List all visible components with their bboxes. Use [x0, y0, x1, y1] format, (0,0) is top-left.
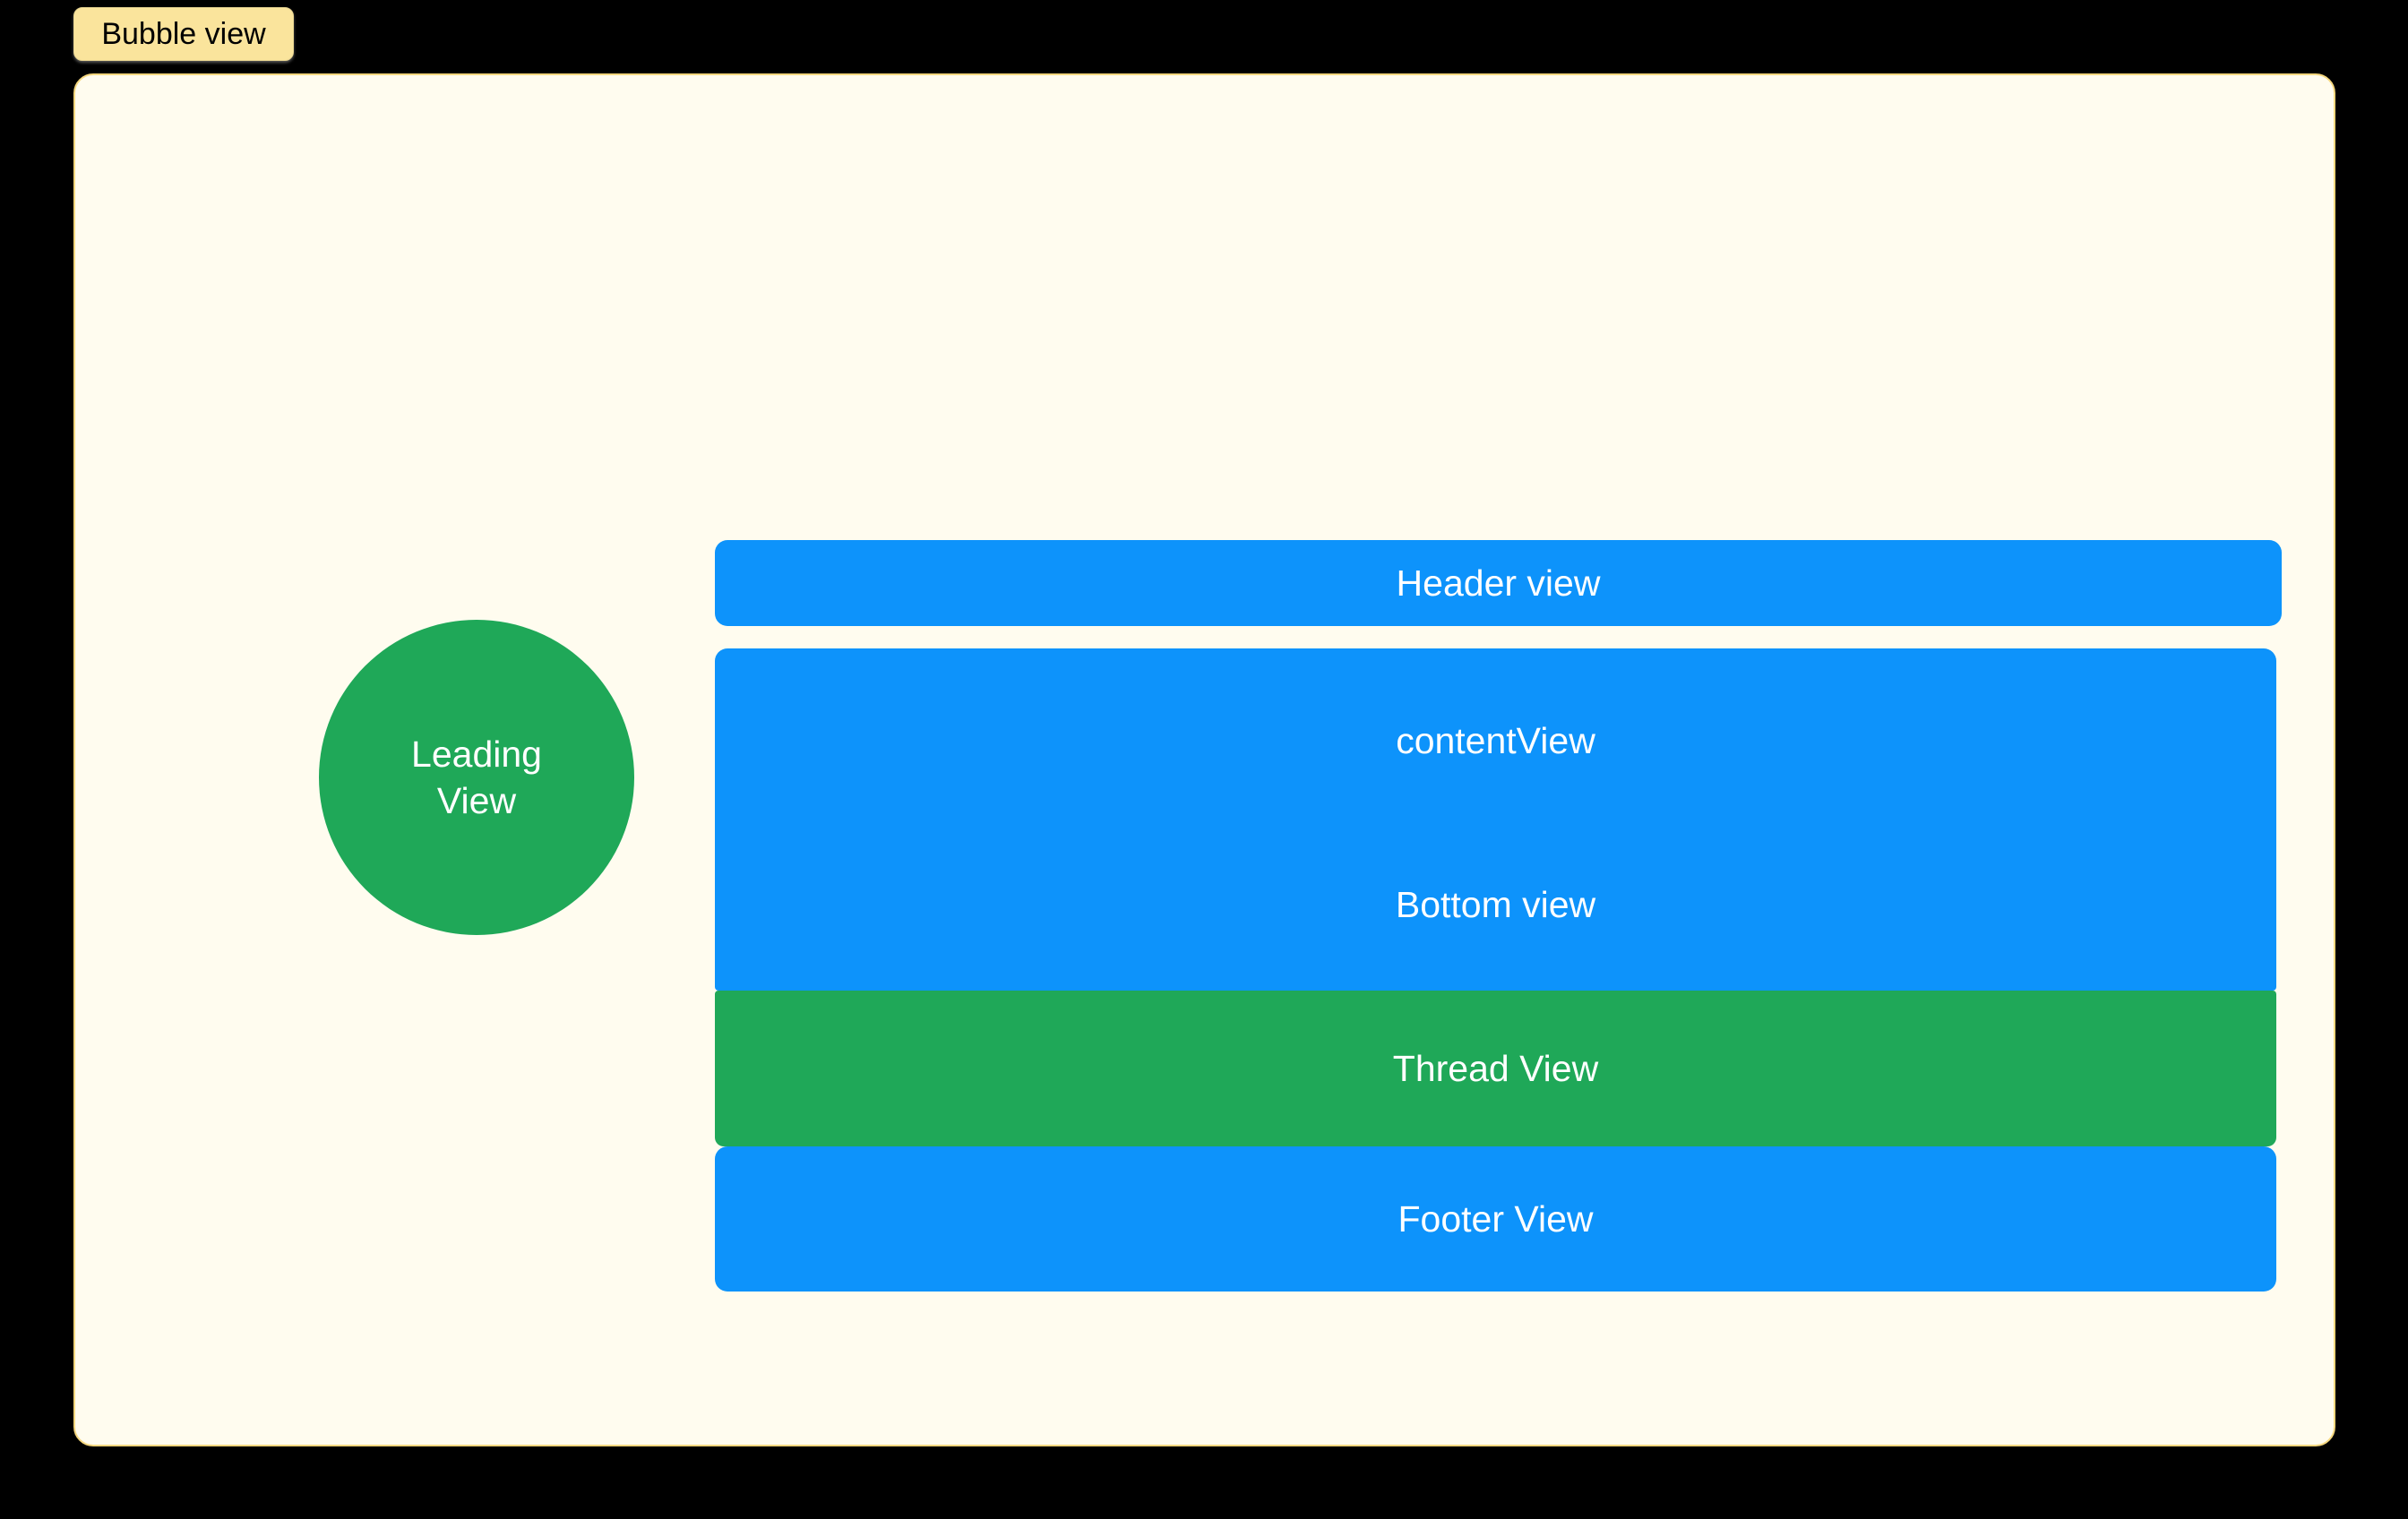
footer-view-label: Footer View: [1398, 1197, 1594, 1240]
thread-view-label: Thread View: [1392, 1047, 1599, 1089]
content-view-bar[interactable]: contentView Bottom view: [715, 648, 2276, 991]
bubble-view-tab-label: Bubble view: [101, 17, 266, 51]
leading-view-label-line1: Leading: [411, 733, 542, 775]
thread-view-bar[interactable]: Thread View: [715, 991, 2276, 1146]
header-view-bar[interactable]: Header view: [715, 540, 2282, 626]
bottom-view-label: Bottom view: [1395, 884, 1596, 925]
bubble-view-tab[interactable]: Bubble view: [73, 7, 294, 61]
diagram-canvas: Leading View Header view contentView Bot…: [73, 73, 2335, 1446]
leading-view-label-line2: View: [436, 780, 517, 821]
footer-view-bar[interactable]: Footer View: [715, 1146, 2276, 1292]
header-view-label: Header view: [1396, 562, 1601, 604]
leading-view-circle[interactable]: Leading View: [319, 620, 634, 935]
content-view-label: contentView: [1396, 720, 1595, 761]
